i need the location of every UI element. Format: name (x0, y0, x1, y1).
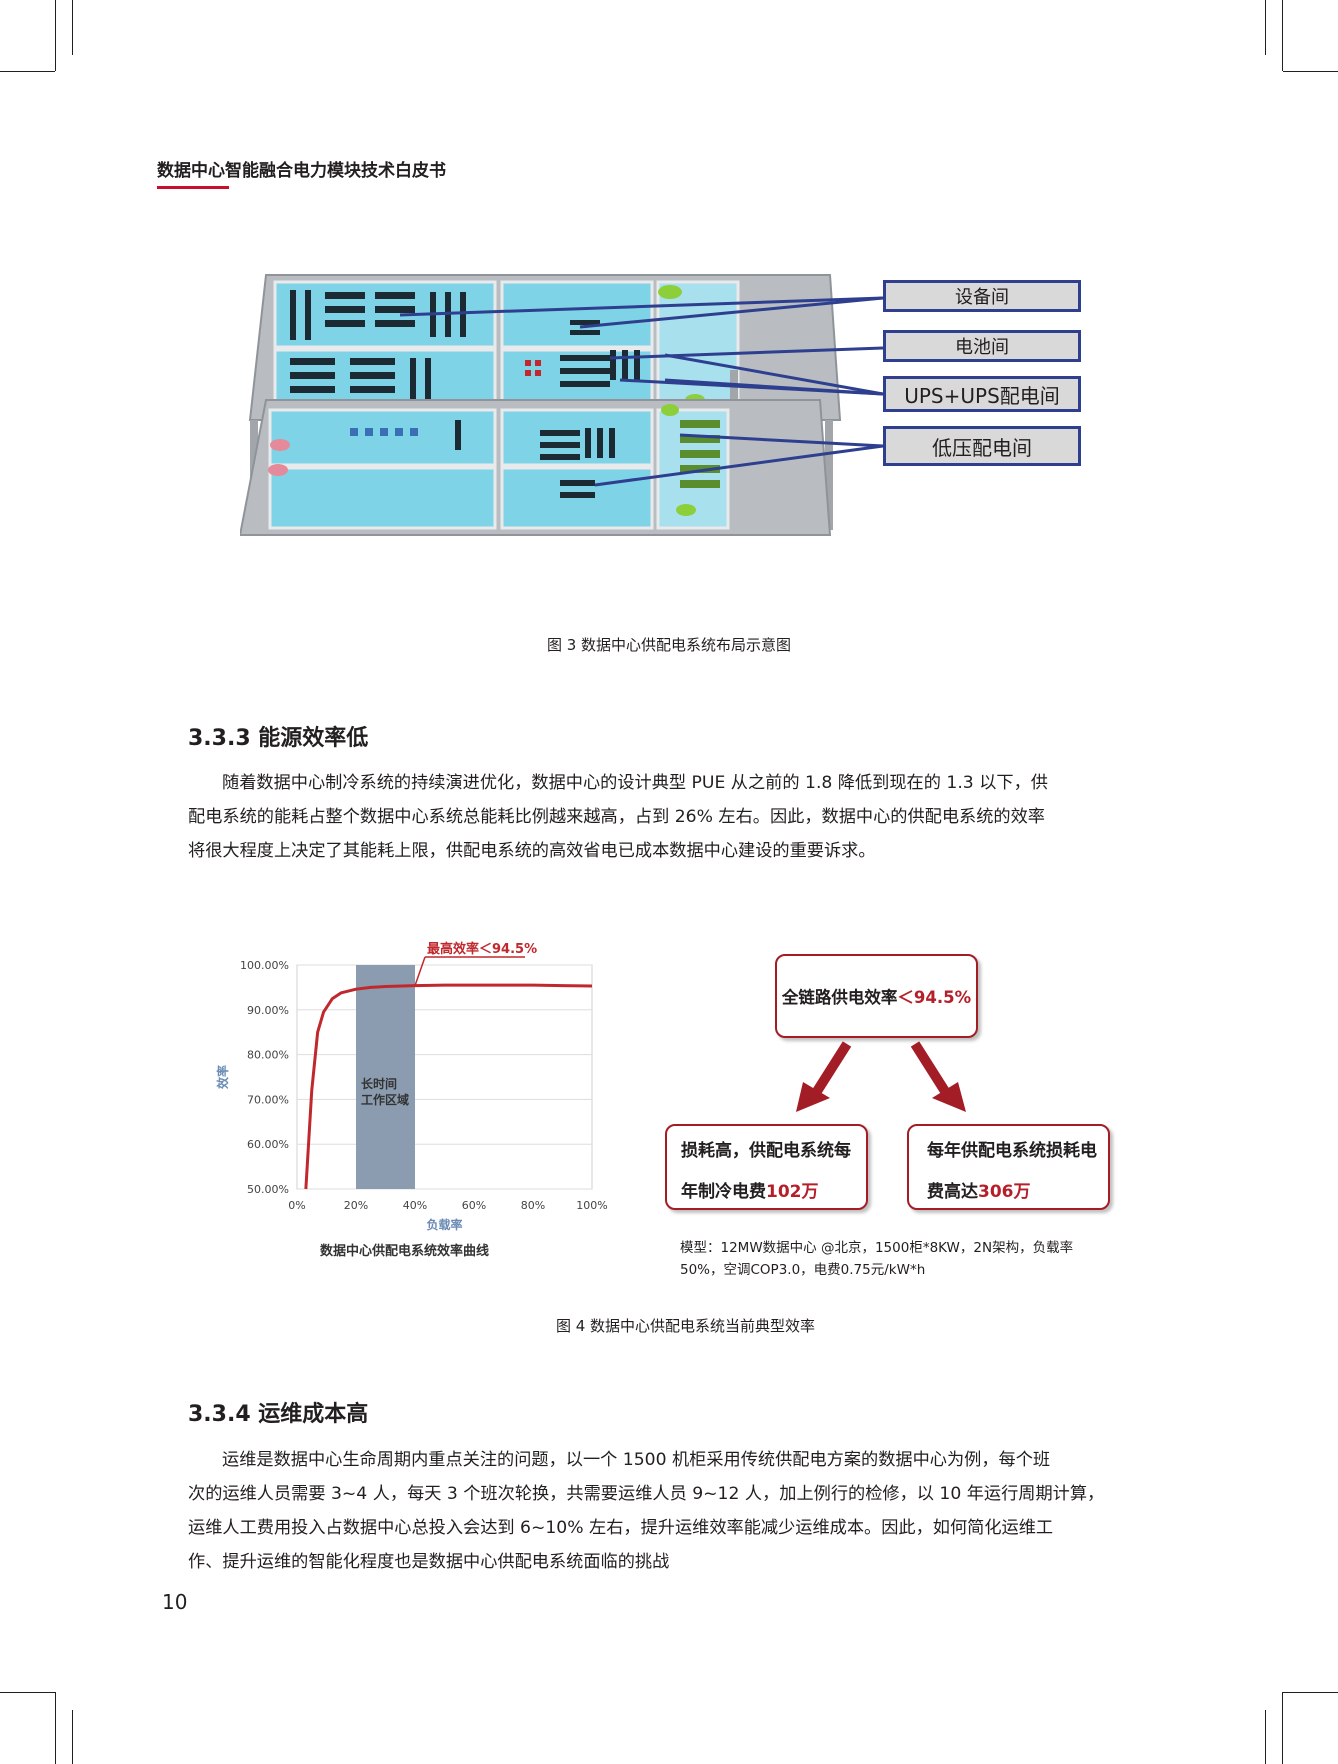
y-tick-label: 80.00% (247, 1049, 289, 1062)
section-heading-333: 3.3.3 能源效率低 (188, 726, 369, 751)
efficiency-chart-svg: 50.00% 60.00% 70.00% 80.00% 90.00% 100.00% 0% 2… (215, 941, 608, 1259)
x-tick-label: 0% (288, 1199, 305, 1212)
paragraph-line: 运维人工费用投入占数据中心总投入会达到 6~10% 左右，提升运维效率能减少运维… (188, 1518, 1054, 1538)
y-tick-label: 90.00% (247, 1004, 289, 1017)
floor-plan-svg (238, 274, 884, 536)
x-tick-label: 100% (576, 1199, 607, 1212)
paragraph-line: 将很大程度上决定了其能耗上限，供配电系统的高效省电已成本数据中心建设的重要诉求。 (188, 841, 876, 861)
y-axis-label: 效率 (215, 1065, 230, 1089)
working-zone-band (356, 965, 415, 1189)
x-tick-label: 40% (403, 1199, 427, 1212)
label-lv-room: 低压配电间 (883, 426, 1081, 466)
crop-mark (72, 0, 73, 55)
chart-title: 数据中心供配电系统效率曲线 (320, 1243, 489, 1259)
crop-mark (1265, 1710, 1266, 1764)
section-334-body: 运维是数据中心生命周期内重点关注的问题，以一个 1500 机柜采用传统供配电方案… (188, 1443, 1150, 1579)
y-tick-label: 60.00% (247, 1138, 289, 1151)
model-note: 模型：12MW数据中心 @北京，1500柜*8KW，2N架构，负载率 50%，空… (680, 1240, 1074, 1278)
paragraph-line: 随着数据中心制冷系统的持续演进优化，数据中心的设计典型 PUE 从之前的 1.8… (222, 773, 1048, 793)
band-label: 长时间 (361, 1076, 397, 1091)
crop-mark (1282, 0, 1283, 71)
label-equipment-room: 设备间 (883, 280, 1081, 312)
paragraph-line: 配电系统的能耗占整个数据中心系统总能耗比例越来越高，占到 26% 左右。因此，数… (188, 807, 1045, 827)
cooling-cost-box: 损耗高，供配电系统每 年制冷电费102万 (665, 1124, 868, 1210)
efficiency-curve-line (304, 983, 593, 1190)
figure3-caption: 图 3 数据中心供配电系统布局示意图 (546, 636, 792, 654)
label-battery-room: 电池间 (883, 330, 1081, 362)
crop-mark (1282, 1692, 1283, 1764)
peak-label: 最高效率＜94.5% (427, 941, 537, 957)
x-axis-label: 负载率 (426, 1217, 462, 1232)
page-number: 10 (162, 1590, 188, 1614)
crop-mark (0, 1692, 55, 1693)
x-tick-label: 20% (344, 1199, 368, 1212)
crop-mark (55, 0, 56, 71)
arrows (796, 1041, 966, 1112)
efficiency-chart: 50.00% 60.00% 70.00% 80.00% 90.00% 100.00% 0% 2… (205, 930, 625, 1270)
loss-cost-box: 每年供配电系统损耗电 费高达306万 (907, 1124, 1110, 1210)
plot-area (296, 964, 593, 1190)
paragraph-line: 次的运维人员需要 3~4 人，每天 3 个班次轮换，共需要运维人员 9~12 人… (188, 1484, 1105, 1504)
y-tick-label: 70.00% (247, 1093, 289, 1106)
peak-leader-line (414, 956, 426, 986)
paragraph-line: 作、提升运维的智能化程度也是数据中心供配电系统面临的挑战 (188, 1552, 670, 1572)
crop-mark (1265, 0, 1266, 55)
x-tick-label: 60% (462, 1199, 486, 1212)
y-tick-label: 100.00% (240, 959, 289, 972)
crop-mark (1283, 1692, 1338, 1693)
header-rule (157, 186, 229, 189)
figure4-caption: 图 4 数据中心供配电系统当前典型效率 (555, 1317, 816, 1335)
x-tick-label: 80% (521, 1199, 545, 1212)
crop-mark (1283, 71, 1338, 72)
band-label: 工作区域 (361, 1092, 409, 1107)
total-efficiency-box: 全链路供电效率＜94.5% (775, 954, 978, 1038)
section-heading-334: 3.3.4 运维成本高 (188, 1402, 369, 1427)
label-ups-room: UPS+UPS配电间 (883, 376, 1081, 412)
header-title: 数据中心智能融合电力模块技术白皮书 (157, 161, 446, 181)
paragraph-line: 运维是数据中心生命周期内重点关注的问题，以一个 1500 机柜采用传统供配电方案… (222, 1450, 1051, 1470)
section-333-body: 随着数据中心制冷系统的持续演进优化，数据中心的设计典型 PUE 从之前的 1.8… (188, 766, 1150, 868)
floor-plan-illustration: 设备间 电池间 UPS+UPS配电间 低压配电间 (238, 270, 1090, 610)
crop-mark (72, 1710, 73, 1764)
crop-mark (0, 71, 55, 72)
y-tick-label: 50.00% (247, 1183, 289, 1196)
crop-mark (55, 1692, 56, 1764)
